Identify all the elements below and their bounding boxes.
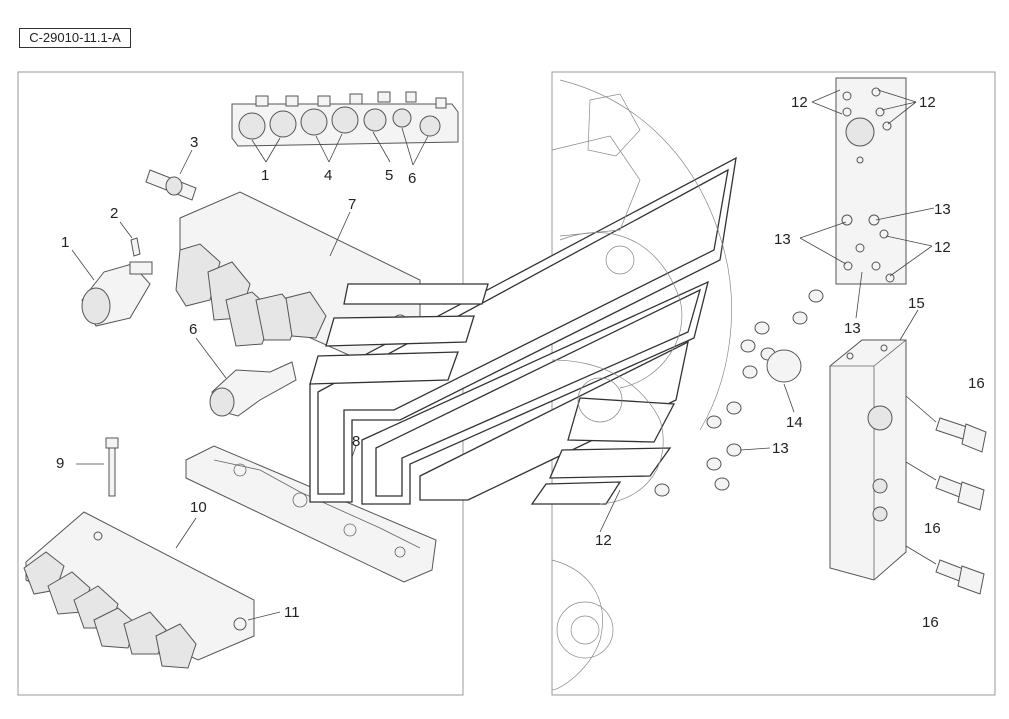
callout-2: 2	[110, 205, 118, 222]
callout-16-bottom: 16	[922, 614, 939, 631]
cover-plate-upper	[835, 77, 907, 285]
callout-1-left: 1	[61, 234, 69, 251]
solenoid-strip	[231, 91, 459, 147]
bolt-part-9	[105, 437, 119, 497]
callout-6-mid: 6	[189, 321, 197, 338]
callout-1-top: 1	[261, 167, 269, 184]
solenoid-part-6	[209, 361, 297, 417]
callout-13-lower: 13	[772, 440, 789, 457]
callout-3: 3	[190, 134, 198, 151]
callout-8: 8	[352, 433, 360, 450]
callout-13-plate: 13	[844, 320, 861, 337]
callout-12-lower: 12	[595, 532, 612, 549]
solenoid-part-left	[81, 261, 153, 327]
callout-6-top: 6	[408, 170, 416, 187]
bolts-16	[935, 417, 987, 595]
callout-10: 10	[190, 499, 207, 516]
screw-part	[130, 237, 141, 257]
callout-14: 14	[786, 414, 803, 431]
sensor-part	[145, 169, 197, 201]
callout-15: 15	[908, 295, 925, 312]
valve-body-lower	[23, 511, 255, 669]
callout-4: 4	[324, 167, 332, 184]
callout-9: 9	[56, 455, 64, 472]
o-ring-set	[654, 289, 824, 497]
callout-12-top-right: 12	[919, 94, 936, 111]
callout-16-top: 16	[968, 375, 985, 392]
callout-12-mid: 12	[934, 239, 951, 256]
valve-block-15	[829, 339, 907, 581]
callout-7: 7	[348, 196, 356, 213]
central-outline-emblem	[309, 156, 737, 505]
callout-5: 5	[385, 167, 393, 184]
drawing-reference-label: C-29010-11.1-A	[19, 28, 131, 48]
callout-13-right: 13	[934, 201, 951, 218]
callout-12-top-left: 12	[791, 94, 808, 111]
callout-16-mid: 16	[924, 520, 941, 537]
callout-13-left: 13	[774, 231, 791, 248]
callout-11: 11	[284, 604, 300, 621]
